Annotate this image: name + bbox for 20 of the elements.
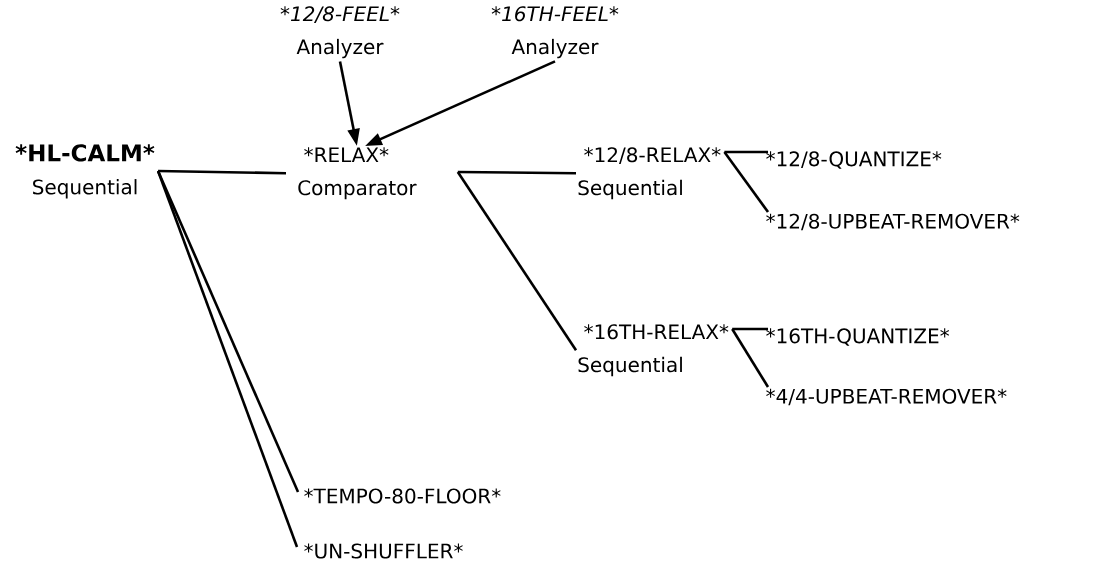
connector-line — [724, 150, 768, 154]
component-label: *12/8-QUANTIZE* — [766, 151, 942, 169]
connector-line — [456, 171, 578, 351]
connector-line — [731, 328, 770, 388]
component-label: *RELAX* Comparator — [298, 147, 417, 200]
component-label: *12/8-RELAX* Sequential — [578, 147, 721, 200]
component-label: *16TH-QUANTIZE* — [766, 328, 950, 346]
connector-line — [723, 151, 770, 213]
component-label: *12/8-FEEL* Analyzer — [280, 6, 400, 59]
component-label: *12/8-UPBEAT-REMOVER* — [766, 213, 1020, 231]
component-label: *HL-CALM* Sequential — [15, 144, 155, 199]
connector-line — [158, 169, 287, 175]
component-label: *TEMPO-80-FLOOR* — [304, 488, 501, 504]
component-label: *16TH-FEEL* Analyzer — [491, 6, 619, 59]
connector-line — [732, 327, 768, 331]
connector-line — [156, 170, 299, 548]
component-label: *16TH-RELAX* Sequential — [578, 324, 729, 377]
component-label: *4/4-UPBEAT-REMOVER* — [766, 388, 1007, 406]
connector-line — [457, 170, 577, 175]
component-label: *UN-SHUFFLER* — [304, 543, 463, 559]
